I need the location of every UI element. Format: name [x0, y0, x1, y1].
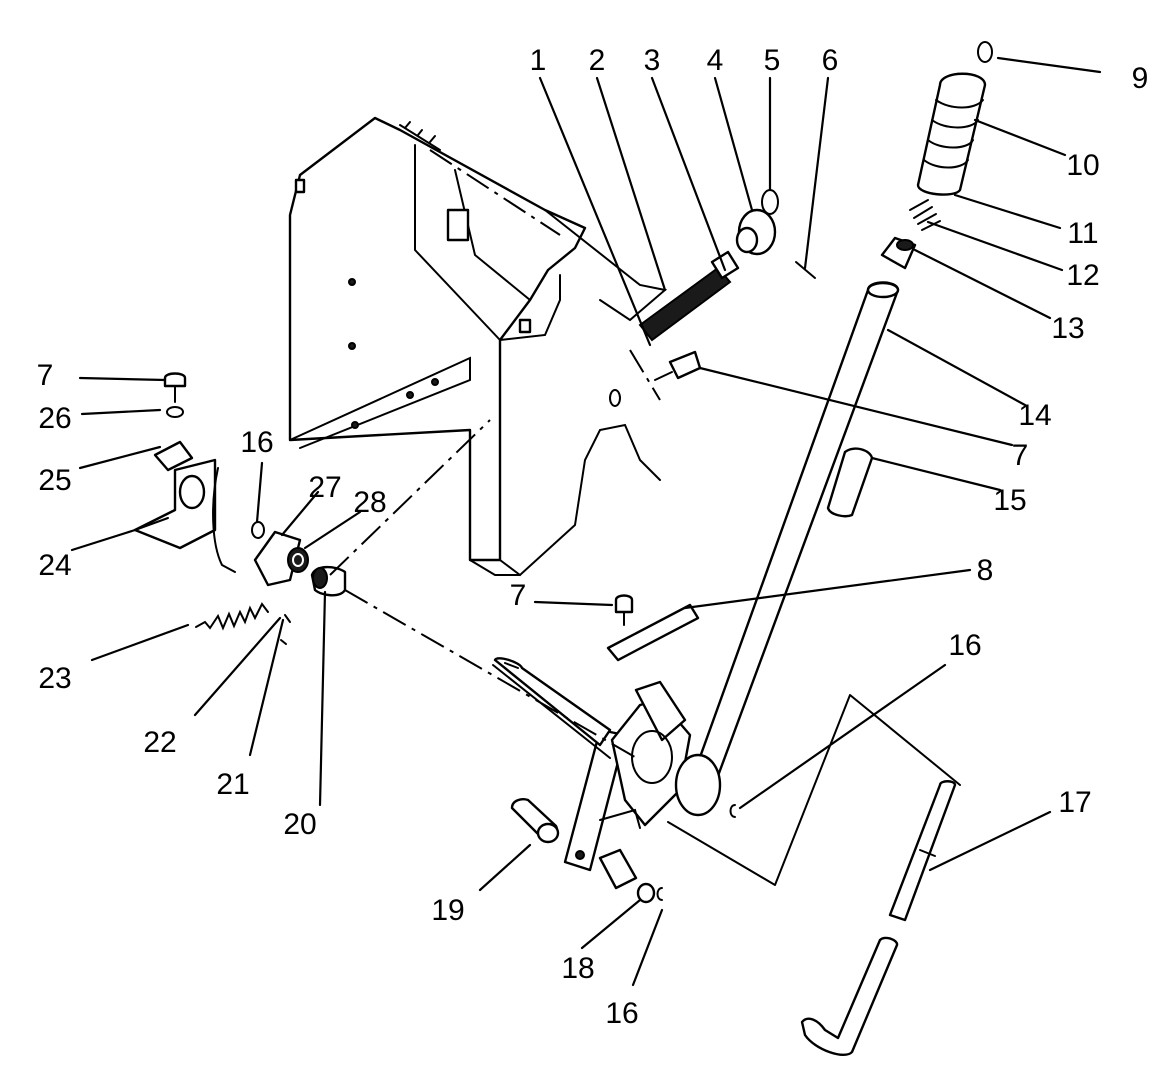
callout-10: 10: [1066, 149, 1099, 182]
housing-bracket: [288, 116, 668, 577]
callout-5: 5: [764, 44, 781, 77]
callout-3: 3: [644, 44, 661, 77]
detent-assembly: [195, 467, 347, 645]
callout-20: 20: [283, 808, 316, 841]
center-lines: [329, 419, 641, 761]
callout-1: 1: [530, 44, 547, 77]
callout-15: 15: [993, 484, 1026, 517]
callout-25: 25: [38, 464, 71, 497]
callout-26: 26: [38, 402, 71, 435]
callout-7-left: 7: [37, 359, 54, 392]
callout-21: 21: [216, 768, 249, 801]
callout-8: 8: [977, 554, 994, 587]
callout-27: 27: [308, 471, 341, 504]
callout-2: 2: [589, 44, 606, 77]
pins-and-bushings: [510, 798, 736, 904]
callout-9: 9: [1132, 62, 1149, 95]
callout-labels: 1 2 3 4 5 6 9 10 11 12 13 14 7 15 8 7 16…: [37, 44, 1149, 1030]
callout-16-left: 16: [240, 426, 273, 459]
callout-28: 28: [353, 486, 386, 519]
shift-rod: [667, 694, 961, 1057]
leader-lines: [70, 56, 1102, 987]
callout-7-right: 7: [1012, 439, 1029, 472]
callout-23: 23: [38, 662, 71, 695]
flat-plate: [606, 594, 700, 662]
callout-13: 13: [1051, 312, 1084, 345]
callout-6: 6: [822, 44, 839, 77]
callout-11: 11: [1067, 217, 1098, 250]
callout-4: 4: [707, 44, 724, 77]
pivot-bracket: [492, 657, 722, 872]
bolt-upper: [609, 350, 702, 407]
callout-18: 18: [561, 952, 594, 985]
adjustment-screw-assembly: [629, 189, 816, 401]
callout-19: 19: [431, 894, 464, 927]
callout-17: 17: [1058, 786, 1091, 819]
callout-24: 24: [38, 549, 71, 582]
handle-grip-assembly: [880, 41, 993, 270]
callout-14: 14: [1018, 399, 1051, 432]
sleeve: [826, 447, 874, 518]
callout-16-right: 16: [948, 629, 981, 662]
left-mounting-bracket: [133, 372, 217, 550]
callout-12: 12: [1066, 259, 1099, 292]
callout-22: 22: [143, 726, 176, 759]
handle-tube: [688, 281, 900, 794]
callout-16-bottom: 16: [605, 997, 638, 1030]
callout-7-center: 7: [510, 579, 527, 612]
